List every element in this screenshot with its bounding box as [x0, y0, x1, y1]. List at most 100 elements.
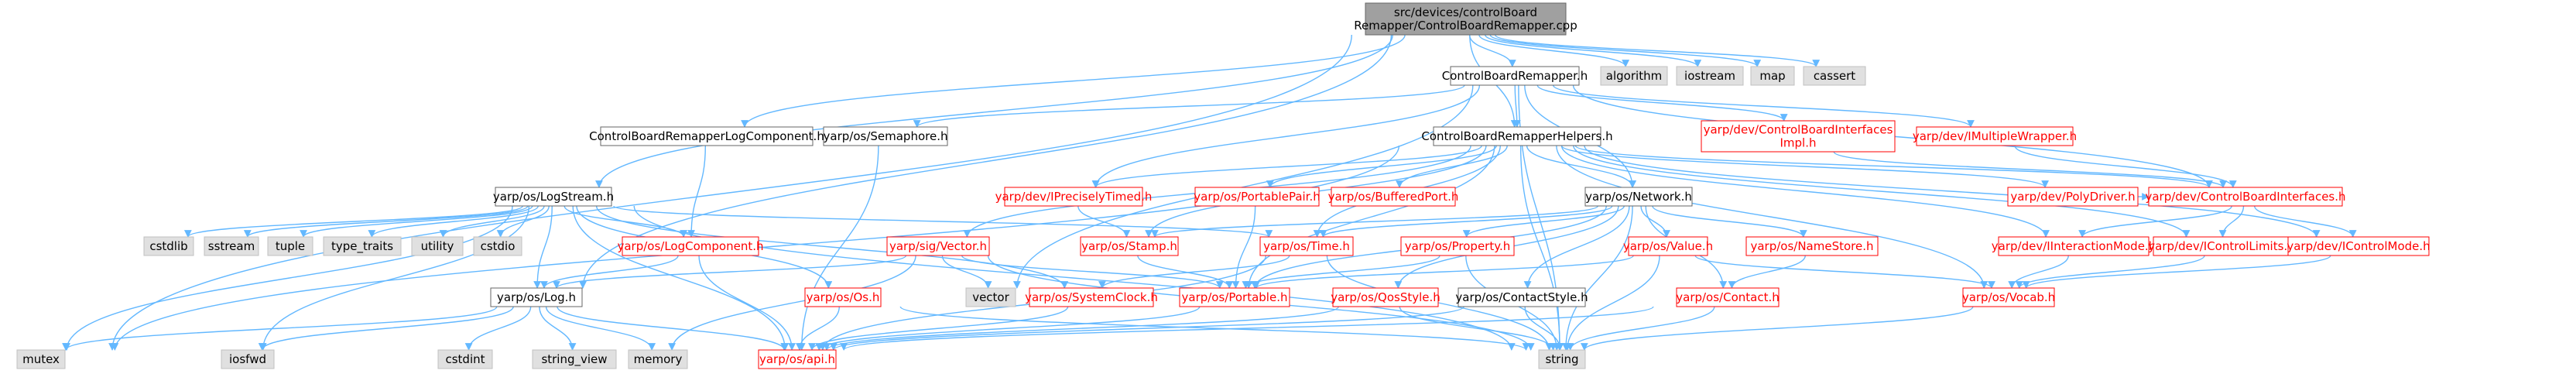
node-type_traits[interactable]: type_traits — [323, 236, 402, 256]
node-memory[interactable]: memory — [628, 349, 688, 369]
node-icontrolmode[interactable]: yarp/dev/IControlMode.h — [2287, 236, 2430, 256]
node-box-utility[interactable] — [411, 236, 464, 256]
node-box-logstream[interactable] — [495, 187, 612, 207]
node-cstdlib[interactable]: cstdlib — [143, 236, 194, 256]
node-box-icontrolmode[interactable] — [2287, 236, 2430, 256]
node-box-cbi_impl[interactable] — [1701, 120, 1896, 153]
node-property[interactable]: yarp/os/Property.h — [1400, 236, 1515, 256]
node-qosstyle[interactable]: yarp/os/QosStyle.h — [1331, 287, 1440, 307]
node-cbr_logcomp[interactable]: ControlBoardRemapperLogComponent.h — [589, 126, 824, 146]
node-box-log[interactable] — [490, 287, 583, 307]
node-iostream[interactable]: iostream — [1676, 66, 1744, 86]
node-portable[interactable]: yarp/os/Portable.h — [1179, 287, 1290, 307]
node-imultiwrap[interactable]: yarp/dev/IMultipleWrapper.h — [1913, 126, 2077, 146]
node-mutex[interactable]: mutex — [16, 349, 66, 369]
node-sstream[interactable]: sstream — [204, 236, 259, 256]
node-box-property[interactable] — [1400, 236, 1515, 256]
node-vocab[interactable]: yarp/os/Vocab.h — [1962, 287, 2055, 307]
node-box-sstream[interactable] — [204, 236, 259, 256]
node-box-stamp[interactable] — [1080, 236, 1179, 256]
node-box-iosfwd[interactable] — [221, 349, 275, 369]
node-iprecisely[interactable]: yarp/dev/IPreciselyTimed.h — [995, 187, 1153, 207]
node-box-contact[interactable] — [1676, 287, 1780, 307]
node-cbr_h[interactable]: ControlBoardRemapper.h — [1442, 66, 1588, 86]
node-box-api[interactable] — [758, 349, 837, 369]
node-box-imultiwrap[interactable] — [1916, 126, 2074, 146]
node-root[interactable]: src/devices/controlBoardRemapper/Control… — [1354, 2, 1577, 36]
node-box-semaphore[interactable] — [823, 126, 948, 146]
node-box-map[interactable] — [1750, 66, 1795, 86]
node-tuple[interactable]: tuple — [267, 236, 313, 256]
node-box-string_view[interactable] — [532, 349, 617, 369]
node-box-bufferedport[interactable] — [1331, 187, 1456, 207]
node-cbr_helpers[interactable]: ControlBoardRemapperHelpers.h — [1421, 126, 1613, 146]
node-log[interactable]: yarp/os/Log.h — [490, 287, 583, 307]
node-value[interactable]: yarp/os/Value.h — [1623, 236, 1713, 256]
node-icontrollimits[interactable]: yarp/dev/IControlLimits.h — [2148, 236, 2295, 256]
node-box-vocab[interactable] — [1962, 287, 2055, 307]
node-sigvector[interactable]: yarp/sig/Vector.h — [886, 236, 990, 256]
node-map[interactable]: map — [1750, 66, 1795, 86]
node-box-value[interactable] — [1628, 236, 1708, 256]
node-box-cassert[interactable] — [1803, 66, 1866, 86]
node-iosfwd[interactable]: iosfwd — [221, 349, 275, 369]
node-logcomp[interactable]: yarp/os/LogComponent.h — [617, 236, 764, 256]
node-systemclock[interactable]: yarp/os/SystemClock.h — [1025, 287, 1158, 307]
node-box-namestore[interactable] — [1745, 236, 1879, 256]
node-cassert[interactable]: cassert — [1803, 66, 1866, 86]
node-logstream[interactable]: yarp/os/LogStream.h — [493, 187, 614, 207]
node-box-tuple[interactable] — [267, 236, 313, 256]
node-box-time[interactable] — [1259, 236, 1354, 256]
node-box-type_traits[interactable] — [323, 236, 402, 256]
node-time[interactable]: yarp/os/Time.h — [1259, 236, 1354, 256]
node-box-portable[interactable] — [1179, 287, 1290, 307]
node-box-vector[interactable] — [965, 287, 1016, 307]
node-box-root[interactable] — [1365, 2, 1567, 36]
node-box-contactstyle[interactable] — [1458, 287, 1586, 307]
node-polydriver[interactable]: yarp/dev/PolyDriver.h — [2007, 187, 2139, 207]
node-bufferedport[interactable]: yarp/os/BufferedPort.h — [1328, 187, 1459, 207]
node-string[interactable]: string — [1538, 349, 1586, 369]
node-box-cbi[interactable] — [2148, 187, 2343, 207]
node-semaphore[interactable]: yarp/os/Semaphore.h — [823, 126, 948, 146]
node-utility[interactable]: utility — [411, 236, 464, 256]
node-cstdio[interactable]: cstdio — [473, 236, 522, 256]
node-box-qosstyle[interactable] — [1332, 287, 1439, 307]
node-box-logcomp[interactable] — [622, 236, 759, 256]
node-iinteraction[interactable]: yarp/dev/IInteractionMode.h — [1992, 236, 2156, 256]
node-box-string[interactable] — [1538, 349, 1586, 369]
node-box-memory[interactable] — [628, 349, 688, 369]
node-box-iprecisely[interactable] — [1004, 187, 1143, 207]
node-cbi[interactable]: yarp/dev/ControlBoardInterfaces.h — [2145, 187, 2346, 207]
node-box-iostream[interactable] — [1676, 66, 1744, 86]
node-network[interactable]: yarp/os/Network.h — [1584, 187, 1693, 207]
node-contact[interactable]: yarp/os/Contact.h — [1676, 287, 1780, 307]
node-cstdint[interactable]: cstdint — [437, 349, 493, 369]
node-os_h[interactable]: yarp/os/Os.h — [804, 287, 882, 307]
node-box-systemclock[interactable] — [1029, 287, 1154, 307]
node-box-algorithm[interactable] — [1600, 66, 1668, 86]
node-stamp[interactable]: yarp/os/Stamp.h — [1080, 236, 1179, 256]
node-vector[interactable]: vector — [965, 287, 1016, 307]
node-box-cstdio[interactable] — [473, 236, 522, 256]
node-algorithm[interactable]: algorithm — [1600, 66, 1668, 86]
node-box-sigvector[interactable] — [886, 236, 990, 256]
node-box-cstdint[interactable] — [437, 349, 493, 369]
node-box-cbr_helpers[interactable] — [1433, 126, 1601, 146]
node-box-iinteraction[interactable] — [1998, 236, 2150, 256]
node-box-cstdlib[interactable] — [143, 236, 194, 256]
node-namestore[interactable]: yarp/os/NameStore.h — [1745, 236, 1879, 256]
node-portablepair[interactable]: yarp/os/PortablePair.h — [1194, 187, 1321, 207]
node-api[interactable]: yarp/os/api.h — [758, 349, 837, 369]
node-string_view[interactable]: string_view — [532, 349, 617, 369]
node-box-polydriver[interactable] — [2007, 187, 2139, 207]
node-box-mutex[interactable] — [16, 349, 66, 369]
node-box-cbr_logcomp[interactable] — [600, 126, 814, 146]
node-box-icontrollimits[interactable] — [2153, 236, 2290, 256]
node-box-os_h[interactable] — [804, 287, 882, 307]
node-contactstyle[interactable]: yarp/os/ContactStyle.h — [1455, 287, 1588, 307]
node-box-network[interactable] — [1584, 187, 1693, 207]
node-box-portablepair[interactable] — [1194, 187, 1320, 207]
node-box-cbr_h[interactable] — [1450, 66, 1580, 86]
